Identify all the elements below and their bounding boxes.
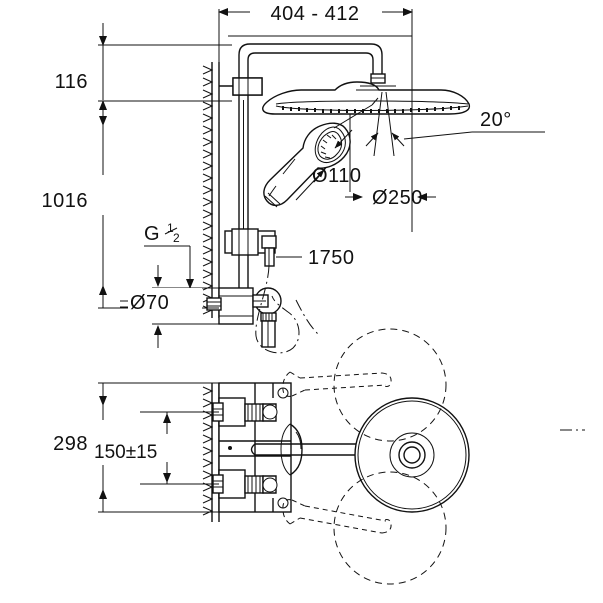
dimension-1750-label: 1750 <box>308 247 355 269</box>
dimension-1016-label: 1016 <box>42 190 89 212</box>
swivel-range <box>282 299 585 585</box>
dimension-g-half: G 1 2 <box>144 221 194 289</box>
dimension-404-412-label: 404 - 412 <box>270 3 359 25</box>
shower-arm <box>238 43 383 97</box>
dimension-1016: 1016 <box>42 101 219 309</box>
head-shower-plan <box>354 397 470 513</box>
dimension-116-label: 116 <box>55 71 88 93</box>
dimension-298: 298 <box>53 382 219 513</box>
dimension-g-half-numerator: 1 <box>167 221 174 235</box>
spray-nozzles <box>282 106 460 113</box>
dimension-150pm15-label: 150±15 <box>94 442 157 463</box>
head-shower <box>262 73 471 115</box>
dimension-d70: Ø70 <box>120 265 219 348</box>
shower-hose <box>255 265 300 354</box>
dimension-g-half-label: G <box>144 223 160 245</box>
dimension-20-degrees-label: 20° <box>480 109 512 131</box>
dimension-d250-label: Ø250 <box>372 187 423 209</box>
dimension-298-label: 298 <box>53 433 88 455</box>
dimension-20-degrees: 20° <box>365 91 545 157</box>
riser-rail <box>219 77 263 303</box>
dimension-150pm15: 150±15 <box>92 411 219 485</box>
dimension-d250: Ø250 <box>345 114 436 209</box>
dimension-d110: Ø110 <box>295 97 379 201</box>
escutcheon-plan <box>280 423 303 476</box>
wall-hatching-upper <box>202 62 220 318</box>
thermostatic-valve-elevation <box>206 287 282 348</box>
slider-holder <box>224 228 277 267</box>
thermostatic-valve-plan <box>212 382 292 513</box>
dimension-d110-label: Ø110 <box>312 165 361 187</box>
dimension-1750: 1750 <box>276 247 355 269</box>
dimension-d70-label: Ø70 <box>130 292 169 314</box>
dimension-g-half-denominator: 2 <box>173 231 180 245</box>
